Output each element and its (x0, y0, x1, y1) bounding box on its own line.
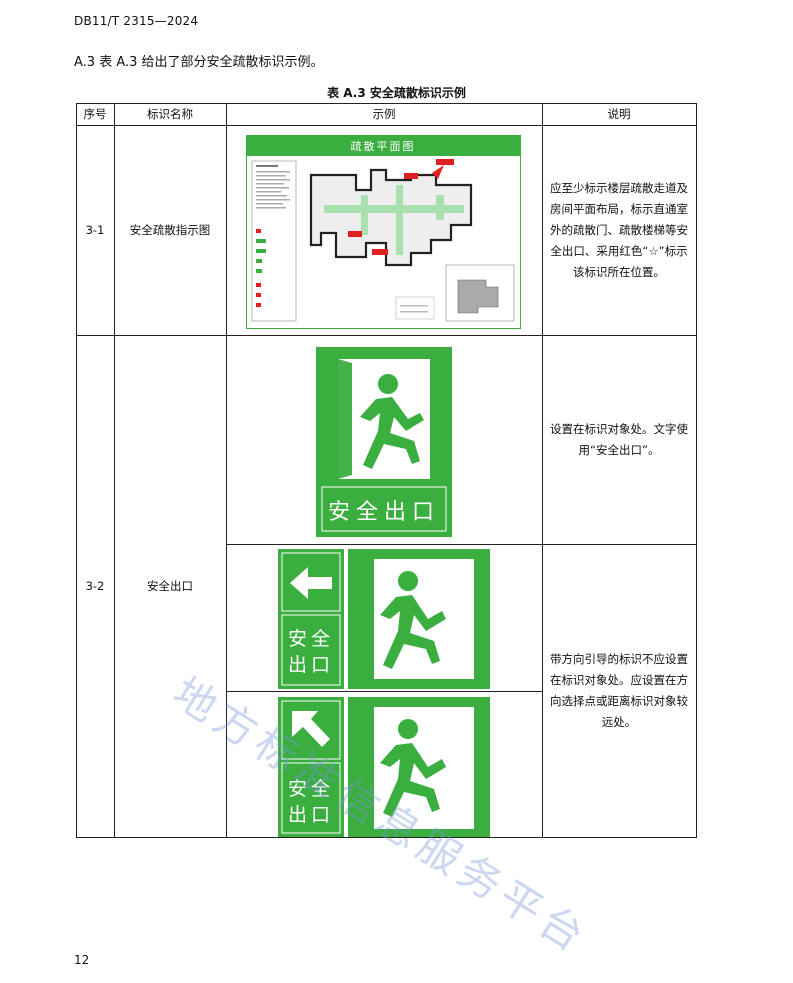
exit-sign-upleft-arrow-image: 安全 出口 (278, 697, 490, 837)
plan-title: 疏散平面图 (351, 139, 416, 153)
col-header-name: 标识名称 (147, 107, 193, 121)
table-caption: 表 A.3 安全疏散标识示例 (327, 86, 466, 100)
col-header-example: 示例 (372, 107, 396, 121)
exit-text-line2: 出口 (288, 804, 334, 826)
signs-table: 序号 标识名称 示例 说明 3-1 安全疏散指示图 应至少标示楼层疏散走道及房间… (76, 103, 697, 838)
col-header-desc: 说明 (607, 107, 631, 121)
plan-minimap (445, 264, 515, 322)
row-3-2-name: 安全出口 (147, 579, 193, 593)
row-3-1-desc: 应至少标示楼层疏散走道及房间平面布局，标示直通室外的疏散门、疏散楼梯等安全出口、… (550, 180, 688, 279)
exit-text-line1: 安全 (288, 628, 334, 650)
exit-text-line2: 出口 (288, 654, 334, 676)
running-man-icon (380, 719, 446, 817)
row-3-1-name: 安全疏散指示图 (129, 223, 211, 237)
plan-legend-panel (251, 160, 297, 322)
running-man-icon (360, 374, 424, 469)
row-3-1-no: 3-1 (85, 223, 105, 237)
page-number: 12 (74, 953, 90, 967)
arrow-up-left-icon (292, 711, 330, 747)
row-3-2-no: 3-2 (85, 579, 105, 593)
col-header-no: 序号 (83, 107, 107, 121)
exit-sign-image: 安全出口 (316, 347, 452, 537)
row-3-2-desc2: 带方向引导的标识不应设置在标识对象处。应设置在方向选择点或距离标识对象较远处。 (550, 651, 688, 729)
exit-text-line1: 安全 (288, 778, 334, 800)
exit-sign-left-arrow-image: 安全 出口 (278, 549, 490, 689)
arrow-left-icon (290, 567, 332, 599)
row-3-2-desc: 设置在标识对象处。文字使用“安全出口”。 (550, 421, 688, 457)
document-code: DB11/T 2315—2024 (74, 14, 199, 28)
evacuation-plan-image: 疏散平面图 (246, 135, 521, 329)
exit-sign-text: 安全出口 (328, 500, 440, 525)
intro-text: A.3 表 A.3 给出了部分安全疏散标识示例。 (74, 55, 324, 70)
running-man-icon (380, 571, 446, 669)
